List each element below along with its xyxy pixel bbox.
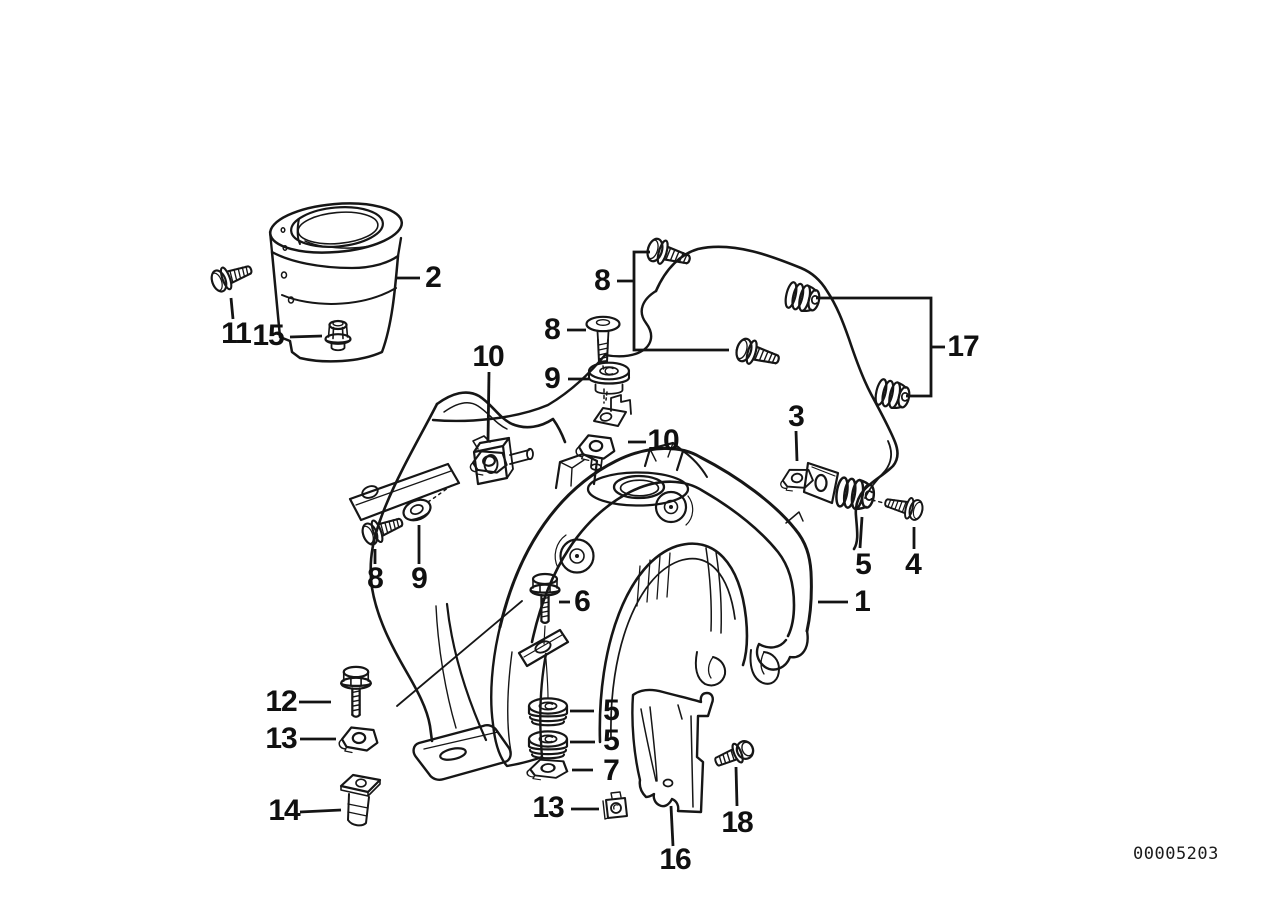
- callout-10-left: 10: [472, 340, 504, 373]
- callout-14: 14: [268, 794, 300, 827]
- callout-5-mid-lower: 5: [603, 724, 620, 757]
- document-number: 00005203: [1133, 844, 1219, 864]
- callout-8-mid: 8: [544, 313, 561, 346]
- callout-9-mid: 9: [544, 362, 561, 395]
- part-12-screw: [340, 665, 372, 718]
- callout-1: 1: [854, 585, 871, 618]
- part-8-screw-top-1: [643, 235, 694, 273]
- part-4-screw: [881, 491, 926, 523]
- callout-11: 11: [221, 317, 252, 350]
- callout-13-bottom: 13: [532, 791, 564, 824]
- callout-9-left: 9: [411, 562, 428, 595]
- callout-13-left: 13: [265, 722, 297, 755]
- part-14-expansion-rivet: [339, 773, 382, 827]
- callout-16-leader-1: [669, 805, 675, 847]
- callout-5-right: 5: [855, 548, 872, 581]
- callout-3-leader-1: [794, 430, 799, 462]
- part-9-washer-left: [402, 498, 432, 522]
- part-8-screw-top-2: [732, 335, 783, 373]
- callout-5-mid-upper: 5: [603, 694, 620, 727]
- part-11-screw: [207, 257, 256, 296]
- callout-5-right-leader-1: [858, 516, 864, 549]
- part-5-grommet-mid-lower: [527, 730, 569, 760]
- callout-2: 2: [425, 261, 442, 294]
- part-2-cup-housing: [268, 202, 404, 363]
- callout-10-right: 10: [647, 424, 679, 457]
- part-17-grommet-1: [782, 280, 823, 316]
- part-6-screw: [529, 572, 561, 624]
- callout-10-left-leader-1: [486, 371, 491, 442]
- part-5-grommet-mid-upper: [527, 697, 569, 727]
- part-1-wheel-housing: [348, 391, 840, 781]
- part-16-cover: [631, 688, 714, 814]
- callout-15-leader-1: [289, 334, 323, 339]
- part-3-clip: [777, 465, 816, 494]
- part-10-clip-right: [574, 432, 616, 471]
- part-13-clip-bottom: [602, 791, 628, 820]
- callout-4: 4: [905, 548, 922, 581]
- callout-11-leader-1: [229, 297, 235, 320]
- part-9-grommet-mid: [587, 361, 631, 395]
- callout-17: 17: [947, 330, 979, 363]
- callout-8-top-leader-2: [632, 250, 729, 352]
- callout-15: 15: [252, 319, 284, 352]
- callout-7: 7: [603, 754, 620, 787]
- callout-6: 6: [574, 585, 591, 618]
- callout-16: 16: [659, 843, 691, 876]
- part-18-bolt: [714, 740, 755, 767]
- part-15-nut: [324, 319, 352, 352]
- part-13-clip-left: [337, 724, 380, 755]
- callout-18: 18: [721, 806, 753, 839]
- callout-8-left: 8: [367, 562, 384, 595]
- part-8-screw-mid: [585, 315, 621, 363]
- leader-lines: [229, 250, 945, 847]
- callout-18-leader-1: [734, 766, 739, 807]
- part-17-grommet-2: [872, 377, 913, 413]
- callout-3: 3: [788, 400, 805, 433]
- callout-17-leader-2: [816, 296, 933, 398]
- callout-8-top: 8: [594, 264, 611, 297]
- callout-14-leader-1: [299, 808, 342, 814]
- callout-12: 12: [265, 685, 297, 718]
